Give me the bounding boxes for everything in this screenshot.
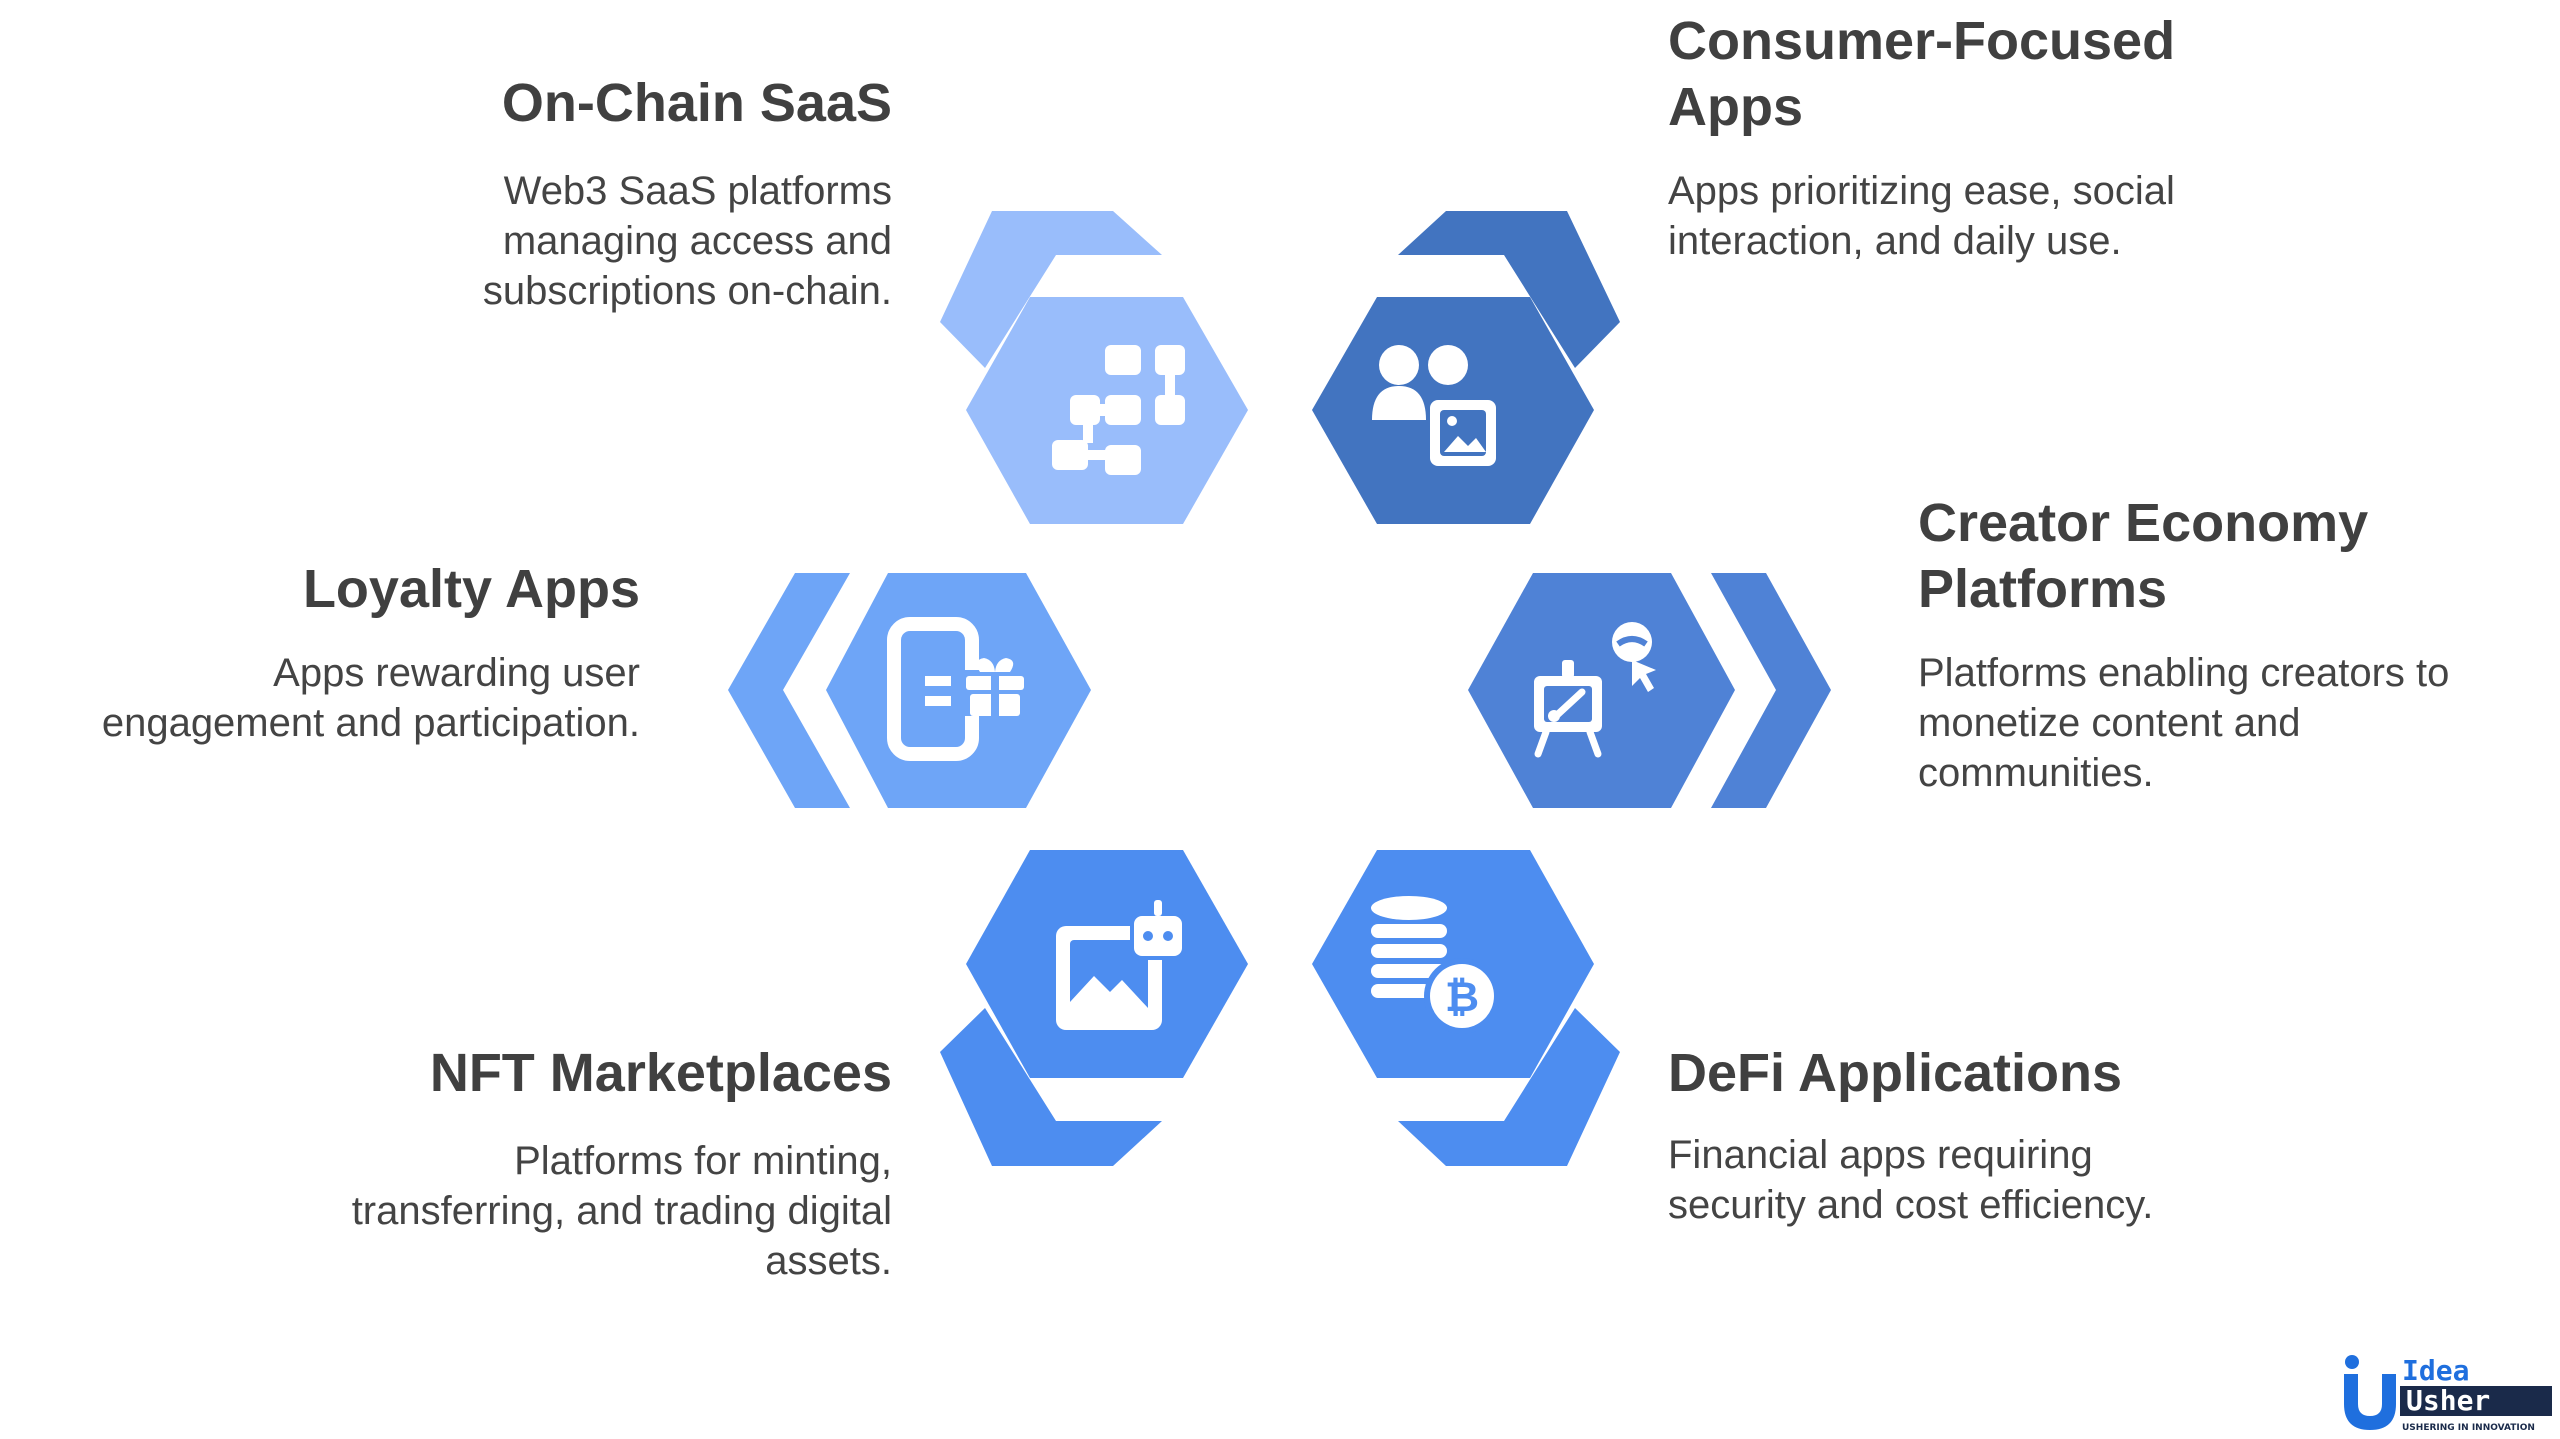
logo-tagline: USHERING IN INNOVATION (2402, 1423, 2535, 1433)
creator-economy-title: Creator Economy Platforms (1918, 493, 2369, 619)
consumer-apps-outer-arc (1398, 211, 1620, 368)
loyalty-apps-description: Apps rewarding user engagement and parti… (101, 651, 640, 745)
consumer-apps-segment (1312, 211, 1620, 524)
onchain-saas-title: On-Chain SaaS (501, 73, 892, 133)
easel-cursor-icon (1534, 622, 1656, 758)
coins-bitcoin-icon: ₿ (1371, 896, 1500, 1034)
onchain-saas-label: On-Chain SaaS Web3 SaaS platforms managi… (372, 70, 892, 316)
nft-marketplaces-segment (940, 850, 1248, 1166)
svg-text:₿: ₿ (1445, 972, 1479, 1021)
defi-applications-title: DeFi Applications (1668, 1043, 2123, 1103)
loyalty-apps-outer-arc (728, 573, 850, 808)
creator-economy-outer-arc (1711, 573, 1831, 808)
nft-marketplaces-label: NFT Marketplaces Platforms for minting, … (272, 1040, 892, 1286)
logo-top-text: Idea (2402, 1354, 2469, 1387)
users-image-icon (1372, 345, 1496, 466)
flowchart-icon (1052, 345, 1185, 475)
onchain-saas-outer-arc (940, 211, 1162, 368)
creator-economy-label: Creator Economy Platforms Platforms enab… (1918, 490, 2538, 798)
logo-bottom-text: Usher (2406, 1384, 2490, 1417)
onchain-saas-description: Web3 SaaS platforms managing access and … (482, 169, 892, 313)
defi-applications-outer-arc (1398, 1008, 1620, 1166)
onchain-saas-segment (940, 211, 1248, 524)
nft-marketplaces-outer-arc (940, 1008, 1162, 1166)
defi-applications-label: DeFi Applications Financial apps requiri… (1668, 1040, 2288, 1230)
nft-marketplaces-title: NFT Marketplaces (429, 1043, 892, 1103)
defi-applications-segment: ₿ (1312, 850, 1620, 1166)
consumer-apps-title: Consumer-Focused Apps (1668, 11, 2176, 137)
phone-gift-icon (887, 617, 1028, 761)
loyalty-apps-title: Loyalty Apps (302, 559, 640, 619)
image-robot-icon (1056, 900, 1186, 1030)
creator-economy-segment (1468, 573, 1831, 808)
loyalty-apps-label: Loyalty Apps Apps rewarding user engagem… (20, 556, 640, 748)
defi-applications-description: Financial apps requiring security and co… (1668, 1133, 2154, 1227)
idea-usher-logo: Idea Usher USHERING IN INNOVATION (2344, 1354, 2552, 1433)
creator-economy-description: Platforms enabling creators to monetize … (1918, 651, 2450, 795)
nft-marketplaces-description: Platforms for minting, transferring, and… (351, 1139, 892, 1283)
consumer-apps-description: Apps prioritizing ease, social interacti… (1668, 169, 2175, 263)
consumer-apps-label: Consumer-Focused Apps Apps prioritizing … (1668, 8, 2268, 266)
loyalty-apps-segment (728, 573, 1091, 808)
